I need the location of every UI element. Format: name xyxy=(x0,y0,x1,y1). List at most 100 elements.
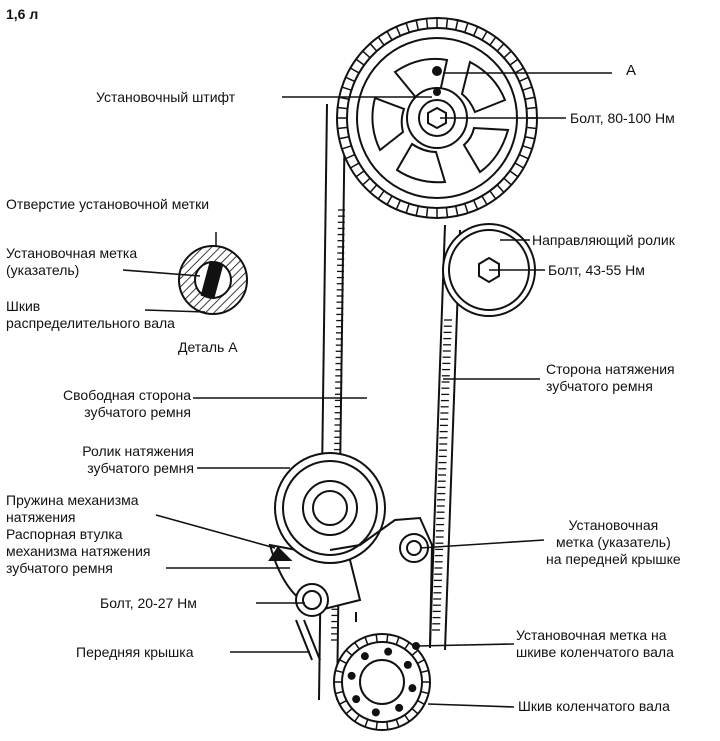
cam-tooth xyxy=(464,22,469,33)
callout-a: А xyxy=(626,62,637,79)
cam-tooth xyxy=(522,145,533,150)
crank-hole xyxy=(408,684,417,693)
cam-tooth xyxy=(350,67,360,74)
crank-tooth xyxy=(335,669,344,674)
cam-bolt-label: Болт, 80-100 Нм xyxy=(570,110,675,126)
cam-tooth xyxy=(425,207,429,218)
cam-tooth xyxy=(524,135,535,140)
cam-tooth xyxy=(362,177,371,186)
tension-side-label: Сторона натяжения зубчатого ремня xyxy=(546,361,675,394)
tensioner-roller xyxy=(268,452,386,661)
crank-tooth xyxy=(404,642,410,650)
crank-hole xyxy=(347,671,356,680)
cam-tooth xyxy=(503,177,512,186)
crank-hole xyxy=(360,652,369,661)
cam-tooth xyxy=(405,203,410,214)
cam-tooth xyxy=(514,162,524,169)
idler-label: Направляющий ролик xyxy=(532,232,675,248)
cam-tooth xyxy=(350,162,360,169)
crank-tooth xyxy=(364,719,369,728)
cam-tooth xyxy=(526,106,537,110)
cam-tooth xyxy=(337,106,348,110)
mark-pointer-label: Установочная метка (указатель) xyxy=(6,245,138,278)
cam-tooth xyxy=(355,170,365,178)
front-cover xyxy=(329,516,434,649)
cam-tooth xyxy=(496,184,505,193)
cam-tooth xyxy=(509,58,519,66)
crank-tooth xyxy=(339,699,347,705)
cam-tooth xyxy=(472,199,479,210)
crank-tooth xyxy=(386,634,389,643)
cam-tooth xyxy=(496,43,505,52)
cam-tooth xyxy=(518,76,529,83)
cam-tooth xyxy=(445,207,449,218)
crank-tooth xyxy=(345,707,353,715)
crank-tooth xyxy=(420,669,429,674)
cam-tooth xyxy=(454,20,459,31)
cam-tooth xyxy=(415,20,420,31)
cam-tooth xyxy=(341,86,352,91)
cam-tooth xyxy=(345,153,356,160)
engine-label: 1,6 л xyxy=(6,6,39,22)
crank-tooth xyxy=(339,659,347,665)
cam-tooth xyxy=(395,199,402,210)
crank-tooth xyxy=(345,649,353,657)
crank-tooth xyxy=(335,690,344,695)
idler-bolt-label: Болт, 43-55 Нм xyxy=(548,262,645,278)
cam-tooth xyxy=(355,58,365,66)
crank-tooth xyxy=(375,634,378,643)
cam-tooth xyxy=(454,205,459,216)
cam-tooth xyxy=(369,184,378,193)
crank-tooth xyxy=(395,719,400,728)
cam-pulley-label: Шкив распределительного вала xyxy=(6,298,175,331)
cam-tooth xyxy=(526,126,537,130)
crank-tooth xyxy=(417,659,425,665)
detail-a-title: Деталь А xyxy=(178,339,238,355)
cam-tooth xyxy=(514,67,524,74)
cam-tooth xyxy=(415,205,420,216)
cam-tooth xyxy=(489,190,497,200)
crank-mark-label: Установочная метка на шкиве коленчатого … xyxy=(516,627,674,660)
cam-tooth xyxy=(339,135,350,140)
tensioner-label: Ролик натяжения зубчатого ремня xyxy=(82,443,194,476)
crank-hole xyxy=(403,660,412,669)
cam-tooth xyxy=(503,50,512,59)
crank-tooth xyxy=(364,636,369,645)
slack-side-label: Свободная сторона зубчатого ремня xyxy=(63,387,191,420)
cam-tooth xyxy=(481,31,488,41)
cam-tooth xyxy=(337,126,348,130)
spacer-label: Распорная втулка механизма натяжения зуб… xyxy=(6,526,151,576)
crankshaft-pulley xyxy=(333,633,431,731)
leader-lines xyxy=(122,72,612,708)
cam-tooth xyxy=(377,36,385,46)
cam-tooth xyxy=(481,195,488,205)
cam-tooth xyxy=(489,36,497,46)
cam-tooth xyxy=(445,18,449,29)
crank-tooth xyxy=(417,699,425,705)
crank-hole xyxy=(352,695,361,704)
crank-tooth xyxy=(375,721,378,730)
pin-label: Установочный штифт xyxy=(96,89,236,105)
cam-tooth xyxy=(362,50,371,59)
crank-tooth xyxy=(404,714,410,722)
cam-tooth xyxy=(395,26,402,37)
mark-hole-label: Отверстие установочной метки xyxy=(6,196,210,212)
front-cover-label: Передняя крышка xyxy=(76,644,194,660)
crank-hole xyxy=(384,647,393,656)
cam-tooth xyxy=(377,190,385,200)
crank-tooth xyxy=(354,714,360,722)
crank-hole xyxy=(395,703,404,712)
crank-tooth xyxy=(395,636,400,645)
cam-tooth xyxy=(472,26,479,37)
crank-tooth xyxy=(411,649,419,657)
cover-mark-label: Установочная метка (указатель) на передн… xyxy=(546,517,681,567)
cam-tooth xyxy=(386,195,393,205)
cam-tooth xyxy=(524,96,535,101)
tensioner-bolt-label: Болт, 20-27 Нм xyxy=(100,595,197,611)
cam-tooth xyxy=(386,31,393,41)
cam-tooth xyxy=(425,18,429,29)
cam-tooth xyxy=(369,43,378,52)
cam-tooth xyxy=(518,153,529,160)
